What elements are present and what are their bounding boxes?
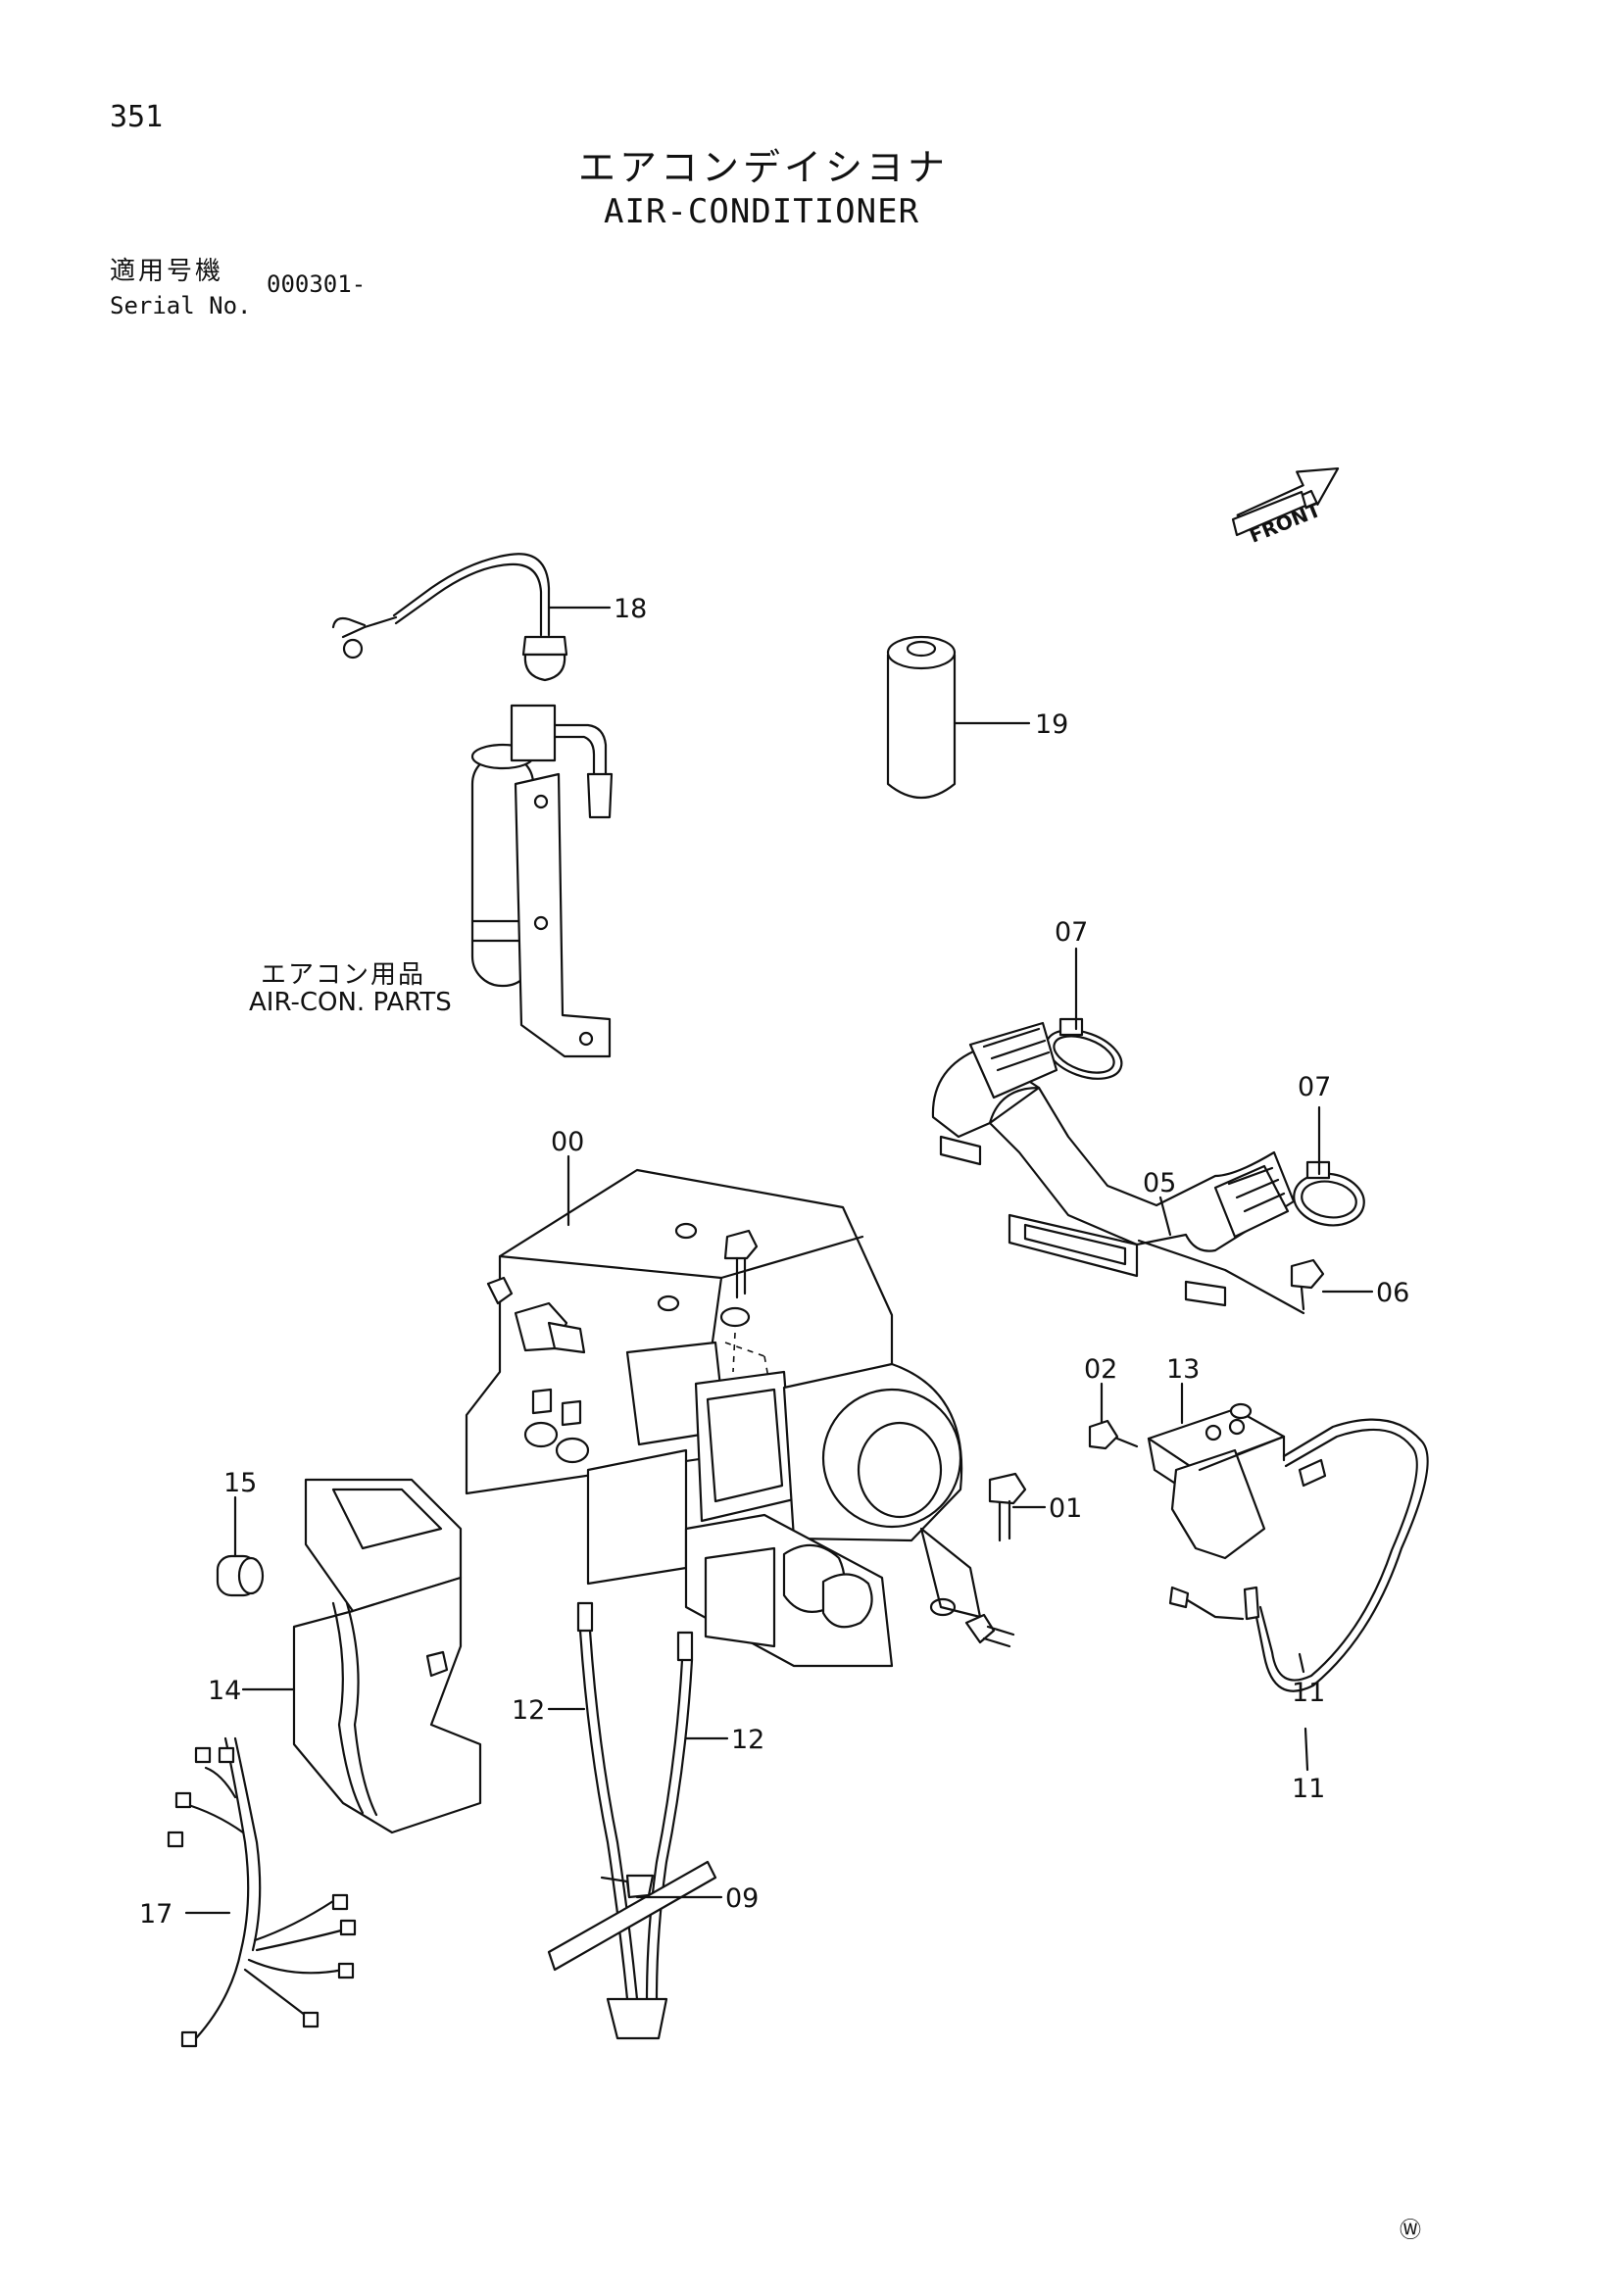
callout-14: 14 — [208, 1676, 242, 1706]
leader-lines — [184, 606, 1374, 1915]
callout-19: 19 — [1035, 709, 1069, 740]
part-13-control-unit — [1088, 1402, 1286, 1560]
part-17-wiring-harness — [167, 1736, 357, 2048]
part-00-main-unit — [465, 1168, 982, 1668]
front-arrow-icon: FRONT — [1231, 466, 1340, 548]
air-con-parts-note-english: AIR-CON. PARTS — [249, 988, 452, 1017]
callout-01: 01 — [1049, 1493, 1083, 1524]
callout-06: 06 — [1376, 1278, 1410, 1308]
bolt-and-washer — [719, 1229, 769, 1379]
page-number: 351 — [110, 100, 164, 134]
serial-label-english: Serial No. — [110, 292, 252, 319]
part-19-filter — [886, 635, 957, 800]
part-18-wire-assembly — [331, 553, 568, 682]
serial-label-japanese: 適用号機 — [110, 257, 224, 286]
callout-13: 13 — [1166, 1354, 1201, 1385]
callout-07-lower: 07 — [1298, 1072, 1332, 1102]
part-01-bolt — [929, 1472, 1027, 1648]
serial-value: 000301- — [267, 270, 367, 298]
callout-11-upper: 11 — [1292, 1678, 1326, 1708]
callout-02: 02 — [1084, 1354, 1118, 1385]
callout-09: 09 — [725, 1883, 760, 1914]
callout-15: 15 — [223, 1468, 258, 1498]
part-14-duct — [292, 1478, 482, 1834]
air-con-parts-note-japanese: エアコン用品 — [261, 960, 426, 990]
part-15-grommet — [216, 1554, 265, 1597]
corner-watermark-mark: Ⓦ — [1400, 2219, 1422, 2243]
receiver-drier-assembly — [470, 704, 614, 1058]
callout-00: 00 — [551, 1127, 585, 1157]
part-07-hose-clamp-upper — [1045, 1017, 1123, 1080]
part-05-air-duct — [931, 1021, 1296, 1307]
callout-18: 18 — [614, 594, 648, 624]
title-english: AIR-CONDITIONER — [604, 192, 920, 231]
callout-07-upper: 07 — [1055, 917, 1089, 948]
part-06-screw — [1137, 1239, 1325, 1315]
callout-17: 17 — [139, 1899, 173, 1930]
part-12-hoses — [547, 1601, 717, 2040]
part-07-hose-clamp-lower — [1293, 1160, 1365, 1227]
callout-12-right: 12 — [731, 1725, 765, 1755]
callout-11-lower: 11 — [1292, 1774, 1326, 1804]
title-japanese: エアコンデイシヨナ — [578, 146, 950, 189]
callout-05: 05 — [1143, 1168, 1177, 1198]
part-11-harness — [1168, 1418, 1429, 1692]
callout-12-left: 12 — [512, 1695, 546, 1726]
